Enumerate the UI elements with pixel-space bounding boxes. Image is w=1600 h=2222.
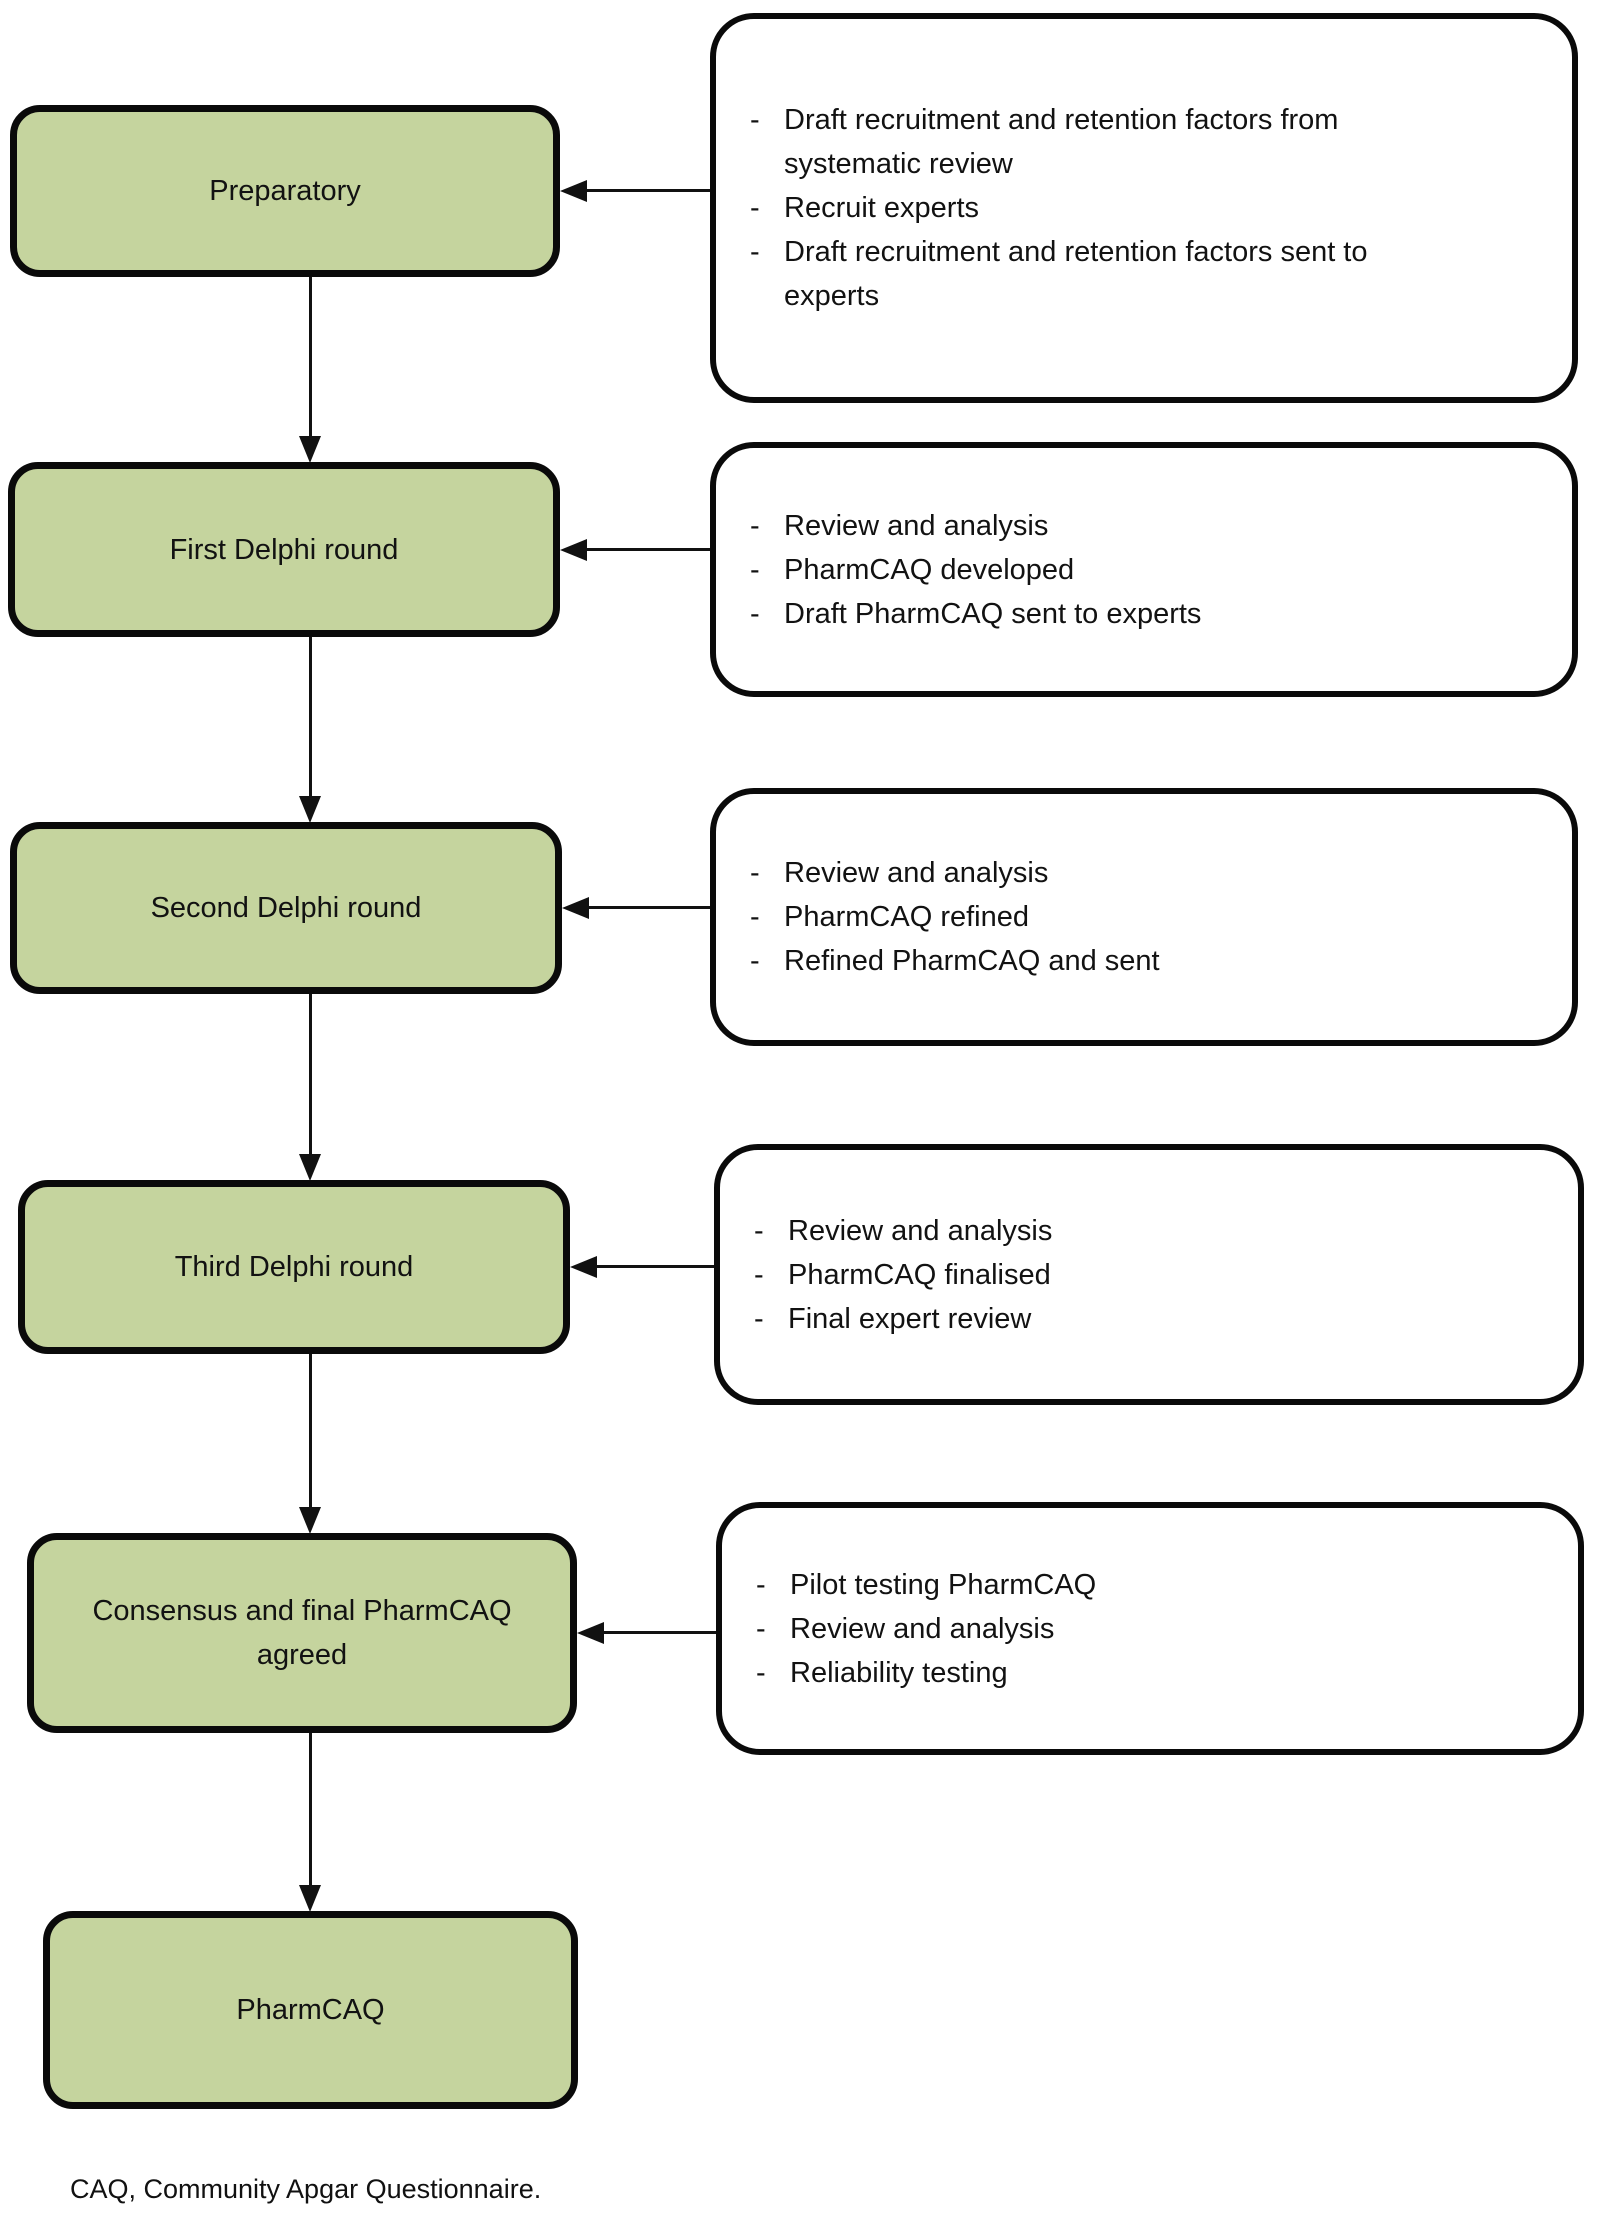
bullet-item: - Draft recruitment and retention factor… xyxy=(732,230,1548,318)
bullet-dash: - xyxy=(750,104,760,136)
bullet-item: - Review and analysis xyxy=(738,1607,1554,1651)
down-arrow-head xyxy=(299,1154,321,1181)
stage-label: First Delphi round xyxy=(169,533,399,566)
bullet-dash: - xyxy=(750,553,760,586)
bullet-item: - Final expert review xyxy=(736,1297,1554,1341)
bullet-text: Final expert review xyxy=(788,1302,1032,1335)
bullet-text: PharmCAQ finalised xyxy=(788,1258,1051,1291)
stage-box-third-delphi-round: Third Delphi round xyxy=(18,1180,570,1354)
left-arrow-head xyxy=(560,180,587,202)
bullet-item: - PharmCAQ finalised xyxy=(736,1253,1554,1297)
bullet-dash: - xyxy=(750,236,760,268)
down-arrow-line xyxy=(309,637,312,797)
bullet-item: - Pilot testing PharmCAQ xyxy=(738,1563,1554,1607)
stage-box-pharmcaq: PharmCAQ xyxy=(43,1911,578,2109)
bullet-dash: - xyxy=(750,597,760,630)
bullet-text: Review and analysis xyxy=(784,857,1049,889)
note-box-preparatory: - Draft recruitment and retention factor… xyxy=(710,13,1578,403)
bullet-text: Review and analysis xyxy=(790,1612,1055,1645)
down-arrow-head xyxy=(299,796,321,823)
bullet-dash: - xyxy=(756,1612,766,1645)
down-arrow-head xyxy=(299,1885,321,1912)
bullet-text: Draft recruitment and retention factors … xyxy=(784,236,1368,312)
left-arrow-line xyxy=(585,548,710,551)
left-arrow-head xyxy=(562,897,589,919)
stage-box-second-delphi-round: Second Delphi round xyxy=(10,822,562,994)
left-arrow-line xyxy=(595,1265,714,1268)
left-arrow-head xyxy=(577,1622,604,1644)
bullet-dash: - xyxy=(756,1568,766,1601)
bullet-item: - PharmCAQ refined xyxy=(732,895,1548,939)
bullet-item: - Recruit experts xyxy=(732,186,1548,230)
bullet-text: Draft PharmCAQ sent to experts xyxy=(784,597,1202,630)
stage-box-first-delphi-round: First Delphi round xyxy=(8,462,560,637)
stage-box-preparatory: Preparatory xyxy=(10,105,560,277)
down-arrow-line xyxy=(309,277,312,439)
figure-footnote: CAQ, Community Apgar Questionnaire. xyxy=(70,2174,542,2204)
stage-label: Third Delphi round xyxy=(174,1251,414,1283)
bullet-item: - Review and analysis xyxy=(732,504,1548,548)
bullet-text: PharmCAQ refined xyxy=(784,901,1029,933)
bullet-item: - Reliability testing xyxy=(738,1651,1554,1695)
left-arrow-line xyxy=(587,906,710,909)
bullet-dash: - xyxy=(750,901,760,933)
stage-label: Preparatory xyxy=(209,175,361,207)
bullet-text: Review and analysis xyxy=(788,1214,1053,1247)
note-box-third-delphi-round: - Review and analysis - PharmCAQ finalis… xyxy=(714,1144,1584,1405)
left-arrow-line xyxy=(602,1631,716,1634)
bullet-text: Review and analysis xyxy=(784,509,1049,542)
bullet-text: PharmCAQ developed xyxy=(784,553,1075,586)
bullet-dash: - xyxy=(750,945,760,977)
bullet-dash: - xyxy=(754,1258,764,1291)
down-arrow-line xyxy=(309,1354,312,1508)
bullet-text: Recruit experts xyxy=(784,192,980,224)
stage-label: Second Delphi round xyxy=(150,892,422,924)
bullet-dash: - xyxy=(754,1214,764,1247)
bullet-item: - Draft recruitment and retention factor… xyxy=(732,98,1548,186)
down-arrow-head xyxy=(299,1507,321,1534)
note-box-first-delphi-round: - Review and analysis - PharmCAQ develop… xyxy=(710,442,1578,697)
down-arrow-line xyxy=(309,994,312,1155)
bullet-item: - Review and analysis xyxy=(732,851,1548,895)
bullet-text: Reliability testing xyxy=(790,1656,1008,1689)
down-arrow-head xyxy=(299,436,321,463)
stage-label: Consensus and final PharmCAQ agreed xyxy=(92,1595,512,1671)
bullet-dash: - xyxy=(750,192,760,224)
bullet-item: - Refined PharmCAQ and sent xyxy=(732,939,1548,983)
stage-box-consensus-final-pharmcaq: Consensus and final PharmCAQ agreed xyxy=(27,1533,577,1733)
bullet-text: Draft recruitment and retention factors … xyxy=(784,104,1339,180)
bullet-dash: - xyxy=(750,857,760,889)
note-box-second-delphi-round: - Review and analysis - PharmCAQ refined… xyxy=(710,788,1578,1046)
bullet-item: - Draft PharmCAQ sent to experts xyxy=(732,592,1548,636)
bullet-dash: - xyxy=(754,1302,764,1335)
bullet-text: Refined PharmCAQ and sent xyxy=(784,945,1160,977)
bullet-item: - PharmCAQ developed xyxy=(732,548,1548,592)
left-arrow-head xyxy=(570,1256,597,1278)
down-arrow-line xyxy=(309,1733,312,1886)
left-arrow-line xyxy=(585,189,710,192)
bullet-dash: - xyxy=(756,1656,766,1689)
note-box-consensus-final-pharmcaq: - Pilot testing PharmCAQ - Review and an… xyxy=(716,1502,1584,1755)
bullet-dash: - xyxy=(750,509,760,542)
left-arrow-head xyxy=(560,539,587,561)
bullet-item: - Review and analysis xyxy=(736,1209,1554,1253)
stage-label: PharmCAQ xyxy=(236,1994,385,2026)
bullet-text: Pilot testing PharmCAQ xyxy=(790,1568,1097,1601)
